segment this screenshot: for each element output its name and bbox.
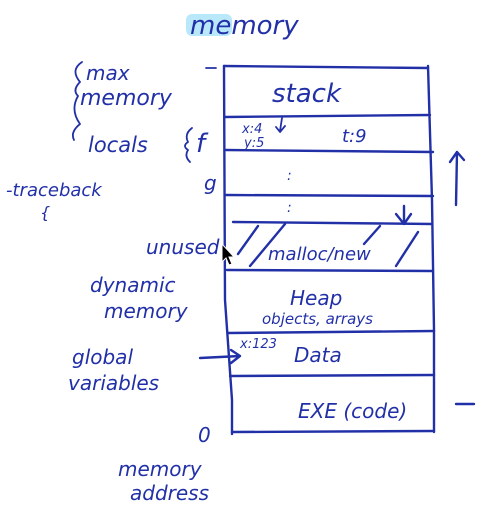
memory-column-bottom xyxy=(230,429,436,434)
frame-f-t: t:9 xyxy=(342,126,367,147)
global-variables-arrow xyxy=(198,348,242,365)
divider-frame-g-bottom xyxy=(224,193,435,198)
locals-brace xyxy=(184,127,193,163)
divider-heap-bottom xyxy=(226,329,436,335)
dynamic-memory-label-2: memory xyxy=(104,299,189,323)
unused-hatch-1 xyxy=(236,224,260,256)
frame-g-label: g xyxy=(204,171,217,195)
memory-column-right-edge xyxy=(426,64,436,434)
unused-hatch-2 xyxy=(248,222,287,268)
divider-data-bottom xyxy=(228,373,436,378)
divider-unused-bottom xyxy=(225,268,435,273)
title-highlight xyxy=(186,14,232,36)
heap-note: objects, arrays xyxy=(262,310,373,328)
max-memory-brace xyxy=(71,61,83,141)
right-up-arrow xyxy=(448,150,466,207)
stack-label: stack xyxy=(272,79,342,109)
max-memory-label-1: max xyxy=(86,61,130,85)
unused-hatch-4 xyxy=(394,230,420,268)
global-variables-label-2: variables xyxy=(68,371,159,395)
memory-column-left-edge xyxy=(222,64,234,436)
address-zero-label: 0 xyxy=(198,423,211,447)
max-memory-label-2: memory xyxy=(80,86,173,111)
traceback-label: -traceback xyxy=(6,180,103,201)
traceback-brace: { xyxy=(40,203,50,222)
dynamic-memory-label-1: dynamic xyxy=(90,273,176,297)
data-variable: x:123 xyxy=(239,337,277,352)
unused-label: unused xyxy=(146,235,220,259)
heap-label: Heap xyxy=(290,286,342,310)
divider-stack-top-edge xyxy=(231,220,434,226)
divider-frame-f-bottom xyxy=(224,148,435,154)
frame-g-dots-1: : xyxy=(287,168,292,184)
code-label: EXE (code) xyxy=(298,399,407,423)
unused-note: malloc/new xyxy=(268,244,371,265)
stack-grow-arrow xyxy=(394,204,413,226)
frame-f-x: x:4 xyxy=(241,122,262,137)
memory-column-top xyxy=(222,64,430,70)
memory-address-label-2: address xyxy=(130,481,209,505)
global-variables-label-1: global xyxy=(72,345,133,369)
locals-label: locals xyxy=(88,133,148,157)
frame-arrow xyxy=(275,117,286,133)
divider-stack-bottom xyxy=(223,113,432,119)
frame-f-label: f xyxy=(196,129,209,159)
mouse-cursor-icon xyxy=(221,242,236,266)
memory-address-label-1: memory xyxy=(118,457,203,481)
data-label: Data xyxy=(294,343,342,367)
page-title: memory xyxy=(190,11,299,41)
unused-hatch-3 xyxy=(362,224,382,246)
frame-f-y: y:5 xyxy=(243,136,264,151)
frame-g-dots-2: : xyxy=(287,200,292,216)
